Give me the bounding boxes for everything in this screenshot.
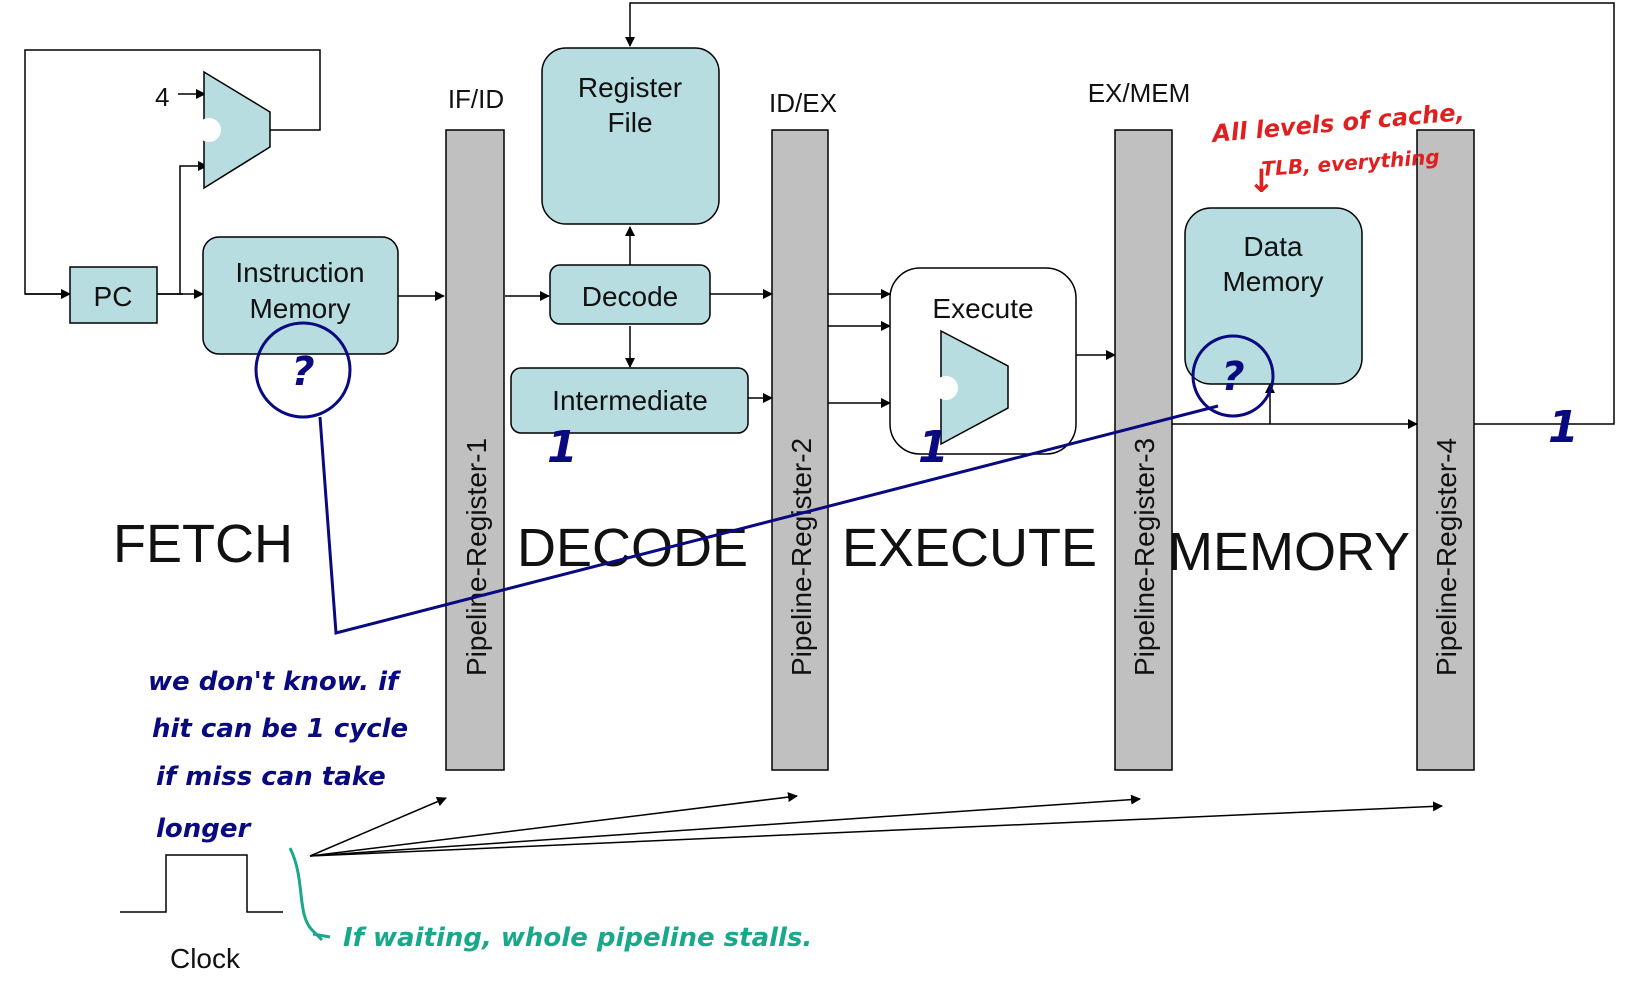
clock-arrow-4 <box>309 801 1443 857</box>
alu-shape <box>940 329 1009 446</box>
instruction-memory: Instruction Memory <box>202 236 399 355</box>
stage-execute: EXECUTE <box>842 518 1097 578</box>
stage-decode: DECODE <box>517 518 748 578</box>
hit-miss-note-line1: we don't know. if <box>148 667 402 697</box>
execute-label: Execute <box>932 293 1033 324</box>
pipeline-register-3: Pipeline-Register-3 <box>1114 129 1173 771</box>
connector-line <box>318 404 1219 635</box>
imem-question-mark: ? <box>291 349 314 395</box>
execute-block: Execute <box>889 267 1077 455</box>
execute-latency: 1 <box>918 422 949 473</box>
stall-note: If waiting, whole pipeline stalls. <box>343 923 812 953</box>
intermediate-block: Intermediate <box>510 367 749 434</box>
pipeline-register-2-label: Pipeline-Register-2 <box>786 438 817 676</box>
hit-miss-note-line4: longer <box>156 814 253 844</box>
clock-arrow-2 <box>309 792 798 857</box>
register-file-line2: File <box>607 107 652 138</box>
intermediate-latency: 1 <box>547 422 578 473</box>
decode-label: Decode <box>582 281 679 312</box>
data-memory: Data Memory <box>1184 207 1363 385</box>
exmem-label: EX/MEM <box>1088 78 1191 108</box>
data-memory-line1: Data <box>1243 231 1303 262</box>
writeback-latency: 1 <box>1548 402 1579 453</box>
cache-note-arrow: ↓ <box>1248 162 1275 200</box>
stall-note-bracket <box>288 847 331 942</box>
dmem-question-mark: ? <box>1221 354 1244 400</box>
stage-fetch: FETCH <box>113 514 293 574</box>
hit-miss-note-line2: hit can be 1 cycle <box>152 714 408 744</box>
adder <box>197 70 271 190</box>
pipeline-register-4: Pipeline-Register-4 <box>1416 129 1475 771</box>
register-file: Register File <box>541 47 720 225</box>
pipeline-register-1-label: Pipeline-Register-1 <box>461 438 492 676</box>
pipeline-register-3-label: Pipeline-Register-3 <box>1129 438 1160 676</box>
instruction-memory-line1: Instruction <box>235 257 364 288</box>
pc-register: PC <box>69 266 158 324</box>
ifid-label: IF/ID <box>448 84 504 114</box>
constant-four: 4 <box>155 82 169 112</box>
blue-annotations <box>254 321 1275 635</box>
pipeline-register-2: Pipeline-Register-2 <box>771 129 829 771</box>
clock-label: Clock <box>170 943 241 974</box>
pipeline-register-4-label: Pipeline-Register-4 <box>1431 438 1462 676</box>
wire-pc-to-adder <box>157 161 208 295</box>
hit-miss-note-line3: if miss can take <box>156 762 386 792</box>
clock-arrow-1 <box>309 796 447 857</box>
cache-note-line2: TLB, everything <box>1261 145 1441 181</box>
imem-question-circle <box>254 321 352 419</box>
stage-memory: MEMORY <box>1168 522 1410 582</box>
dmem-question-circle <box>1191 334 1275 418</box>
instruction-memory-line2: Memory <box>249 293 350 324</box>
pipeline-register-1: Pipeline-Register-1 <box>445 129 505 771</box>
data-memory-line2: Memory <box>1222 266 1323 297</box>
writeback-loop-wire <box>625 2 1615 425</box>
clock-waveform <box>120 854 283 913</box>
decode-block: Decode <box>549 264 711 325</box>
clock-arrow-3 <box>309 794 1141 857</box>
intermediate-label: Intermediate <box>552 385 708 416</box>
register-file-line1: Register <box>578 72 682 103</box>
idex-label: ID/EX <box>769 88 837 118</box>
pc-label: PC <box>94 281 133 312</box>
wires <box>24 2 1615 913</box>
